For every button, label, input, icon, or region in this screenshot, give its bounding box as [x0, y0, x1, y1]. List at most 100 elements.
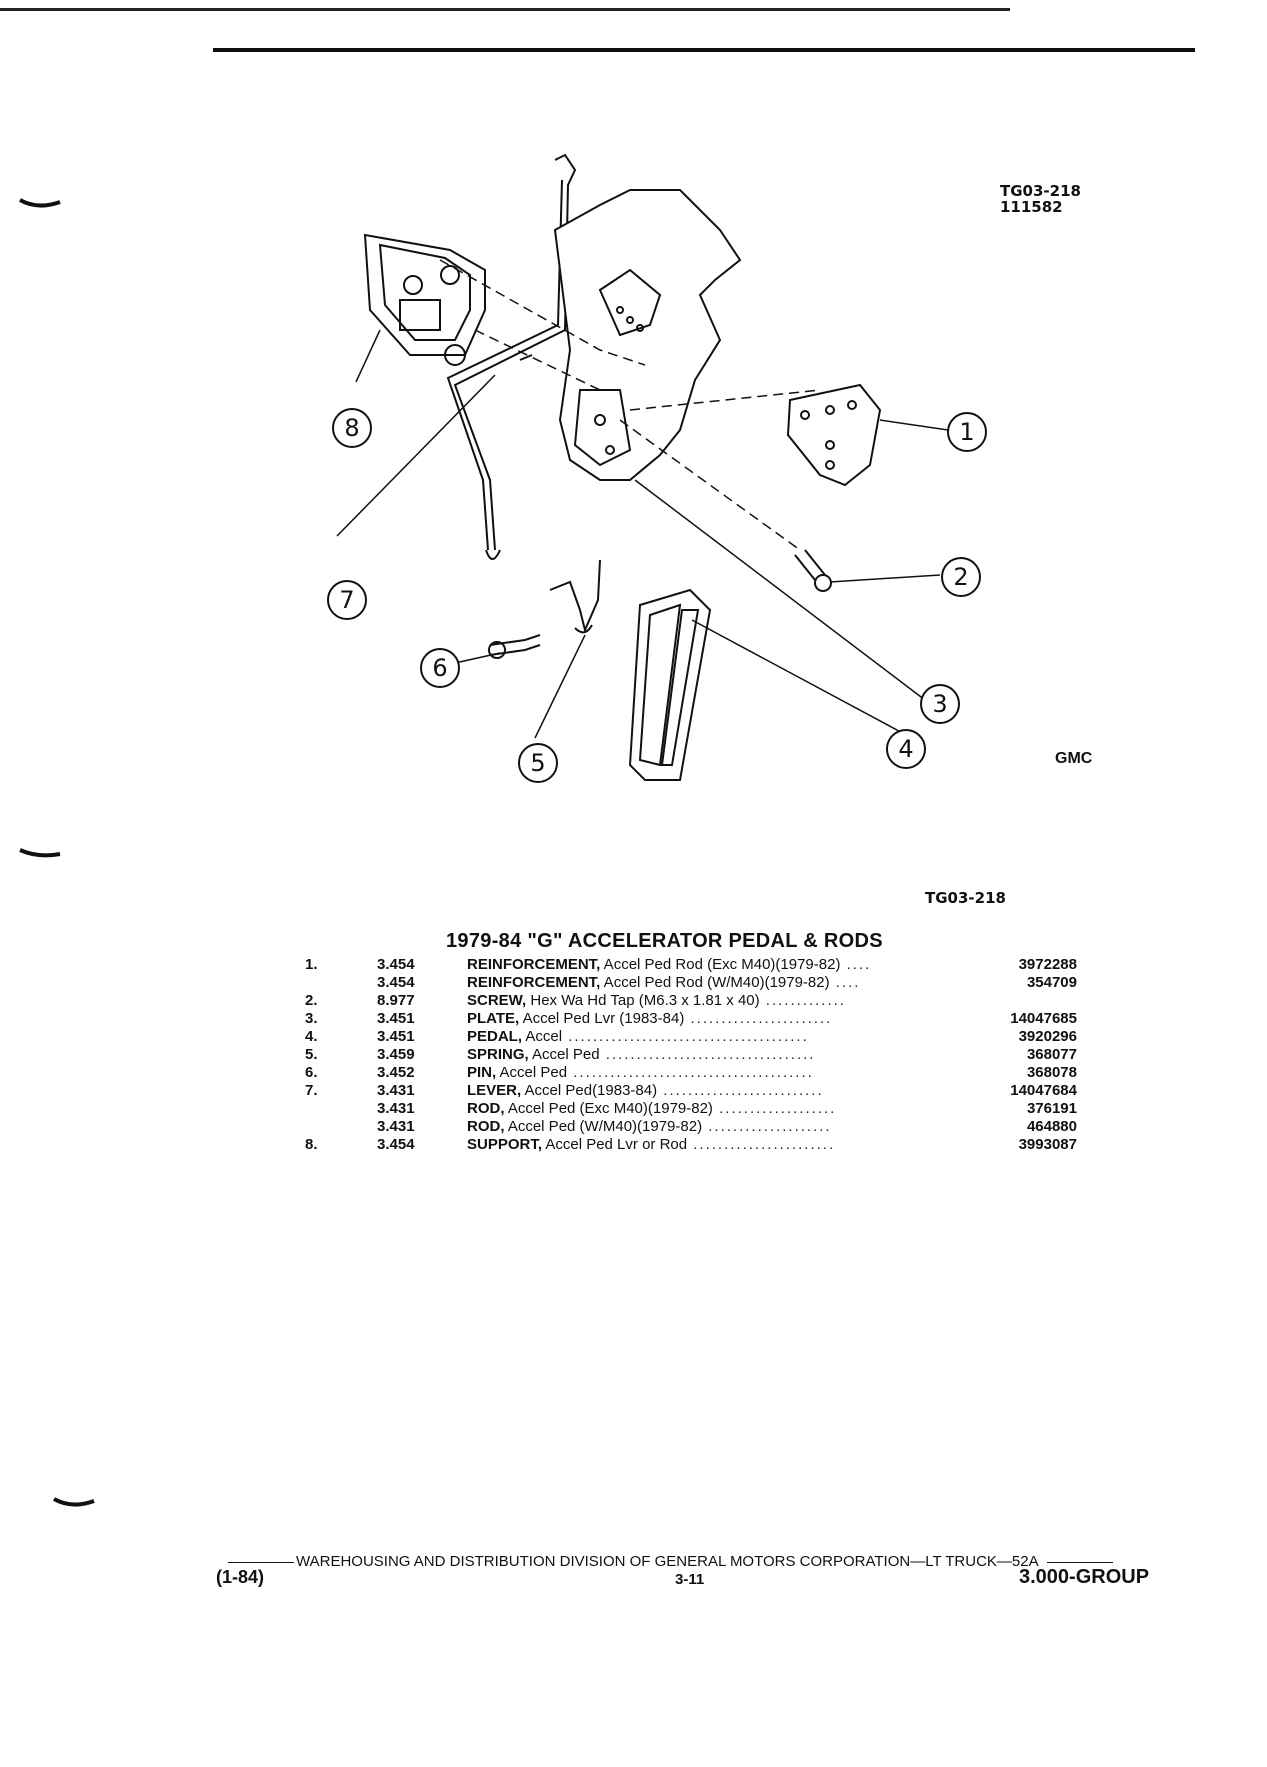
part-number: 368078: [1026, 1064, 1077, 1081]
parts-row: 4. 3.451 PEDAL, Accel ....................…: [305, 1028, 1077, 1046]
part-number: 14047684: [1010, 1082, 1077, 1099]
part-name: LEVER,: [467, 1082, 522, 1099]
spring-part: [549, 559, 601, 634]
dot-leader: ..................................: [599, 1046, 816, 1063]
group-number: 3.452: [377, 1064, 415, 1081]
callout-3: 3: [920, 684, 960, 724]
part-detail: Accel Ped Rod (W/M40)(1979-82): [600, 974, 830, 991]
part-name: SPRING,: [467, 1046, 529, 1063]
footer-division: WAREHOUSING AND DISTRIBUTION DIVISION OF…: [296, 1553, 1039, 1570]
callout-label: 7: [339, 586, 354, 614]
callout-7: 7: [327, 580, 367, 620]
part-number: 14047685: [1010, 1010, 1077, 1027]
binder-mark: [53, 1497, 95, 1507]
section-title: 1979-84 "G" ACCELERATOR PEDAL & RODS: [446, 930, 883, 952]
group-number: 3.431: [377, 1118, 415, 1135]
part-number: 354709: [1026, 974, 1077, 991]
callout-5: 5: [518, 743, 558, 783]
ref-number: 6.: [305, 1064, 318, 1081]
group-number: 3.454: [377, 956, 415, 973]
screw-part: [794, 549, 832, 592]
ref-number: [305, 1118, 377, 1136]
part-number: 3920296: [1018, 1028, 1077, 1045]
callout-6: 6: [420, 648, 460, 688]
page-number: 3-11: [675, 1571, 705, 1588]
part-name: PEDAL,: [467, 1028, 523, 1045]
part-number: [977, 992, 1077, 1010]
part-detail: Accel Ped Lvr or Rod: [542, 1136, 688, 1153]
part-detail: Accel Ped Lvr (1983-84): [519, 1010, 685, 1027]
parts-row: 3.431 ROD, Accel Ped (W/M40)(1979-82) ...…: [305, 1118, 1077, 1136]
ref-number: 7.: [305, 1082, 318, 1099]
part-description: PEDAL, Accel ...........................…: [467, 1028, 977, 1046]
part-description: ROD, Accel Ped (Exc M40)(1979-82) ......…: [467, 1100, 977, 1118]
part-description: SCREW, Hex Wa Hd Tap (M6.3 x 1.81 x 40) …: [467, 992, 977, 1010]
ref-number: 1.: [305, 956, 318, 973]
callout-label: 1: [959, 418, 974, 446]
part-detail: Accel Ped (W/M40)(1979-82): [504, 1118, 703, 1135]
footer-date: (1-84): [216, 1567, 265, 1587]
part-detail: Accel Ped (Exc M40)(1979-82): [504, 1100, 713, 1117]
dot-leader: .............: [759, 992, 846, 1009]
callout-8: 8: [332, 408, 372, 448]
group-number: 3.431: [377, 1082, 415, 1099]
dot-leader: ....: [829, 974, 861, 991]
dot-leader: ....................: [702, 1118, 832, 1135]
part-description: SPRING, Accel Ped ......................…: [467, 1046, 977, 1064]
footer-group: 3.000-GROUP: [1019, 1566, 1150, 1588]
ref-number: [305, 974, 377, 992]
binder-mark: [19, 198, 61, 208]
callout-label: 4: [898, 735, 913, 763]
group-number: 3.454: [377, 974, 415, 991]
part-number: 3972288: [1018, 956, 1077, 973]
callout-label: 6: [432, 654, 447, 682]
binder-mark: [19, 848, 61, 858]
part-description: PIN, Accel Ped .........................…: [467, 1064, 977, 1082]
callout-2: 2: [941, 557, 981, 597]
pin-part: [488, 634, 541, 659]
ref-number: 8.: [305, 1136, 318, 1153]
rod-part: [446, 153, 577, 560]
ref-number: 4.: [305, 1028, 318, 1045]
callout-label: 2: [953, 563, 968, 591]
part-name: SUPPORT,: [467, 1136, 543, 1153]
callout-label: 5: [530, 749, 545, 777]
dot-leader: .......................: [684, 1010, 833, 1027]
part-name: ROD,: [467, 1118, 505, 1135]
part-detail: Hex Wa Hd Tap (M6.3 x 1.81 x 40): [526, 992, 760, 1009]
part-description: SUPPORT, Accel Ped Lvr or Rod ..........…: [467, 1136, 977, 1154]
dot-leader: .......................: [687, 1136, 836, 1153]
lever-part: [553, 189, 742, 481]
pedal-part: [628, 588, 712, 781]
group-number: 3.451: [377, 1010, 415, 1027]
part-number: 368077: [1026, 1046, 1077, 1063]
part-name: SCREW,: [467, 992, 527, 1009]
part-detail: Accel Ped: [528, 1046, 600, 1063]
part-name: PLATE,: [467, 1010, 520, 1027]
part-number: 464880: [1026, 1118, 1077, 1135]
part-detail: Accel: [522, 1028, 563, 1045]
part-number: 376191: [1026, 1100, 1077, 1117]
figure-reference-bottom: TG03-218: [925, 889, 1006, 907]
part-name: REINFORCEMENT,: [467, 956, 601, 973]
dot-leader: .......................................: [567, 1064, 814, 1081]
footer-division-line: WAREHOUSING AND DISTRIBUTION DIVISION OF…: [226, 1553, 1166, 1570]
part-name: ROD,: [467, 1100, 505, 1117]
group-number: 3.459: [377, 1046, 415, 1063]
part-detail: Accel Ped(1983-84): [521, 1082, 658, 1099]
ref-number: [305, 1100, 377, 1118]
dot-leader: ....: [840, 956, 872, 973]
callout-4: 4: [886, 729, 926, 769]
support-part: [363, 233, 486, 366]
group-number: 3.451: [377, 1028, 415, 1045]
gmc-logo: GMC: [1055, 750, 1093, 767]
